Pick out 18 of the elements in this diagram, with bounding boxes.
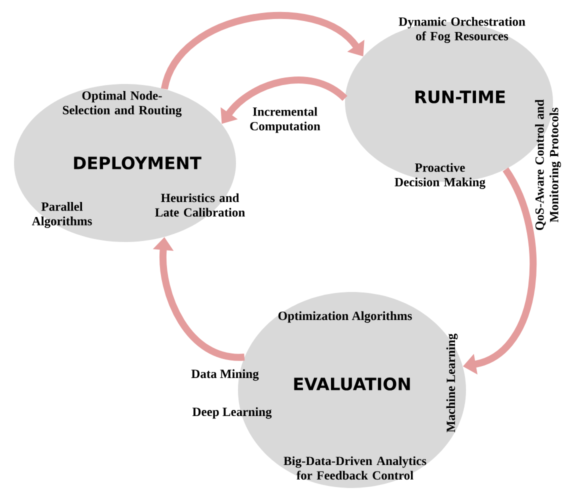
topic-text: Data Mining: [191, 369, 259, 381]
topic-text: Parallel Algorithms: [32, 202, 92, 228]
topic-text: Dynamic Orchestration of Fog Resources: [398, 17, 526, 43]
topic-text: Machine Learning: [446, 334, 458, 432]
topic-text: Heuristics and Late Calibration: [155, 193, 245, 217]
phase-title: RUN-TIME: [416, 90, 505, 104]
topic-text: Optimization Algorithms: [278, 311, 412, 323]
phase-ellipse: [14, 84, 245, 242]
topic-text: Deep Learning: [192, 407, 272, 419]
topic-text: QoS-Aware Control and Monitoring Protocols: [535, 100, 561, 230]
phase-title: EVALUATION: [294, 378, 410, 390]
topic-text: Big-Data-Driven Analytics for Feedback Control: [284, 456, 426, 480]
topic-text: Incremental Computation: [250, 107, 320, 133]
phase-title: DEPLOYMENT: [74, 156, 202, 170]
topic-text: Proactive Decision Making: [394, 163, 486, 189]
topic-text: Optimal Node-Selection and Routing: [62, 91, 182, 117]
phase-ellipse: [191, 292, 466, 488]
curved-arrow: [161, 12, 364, 90]
